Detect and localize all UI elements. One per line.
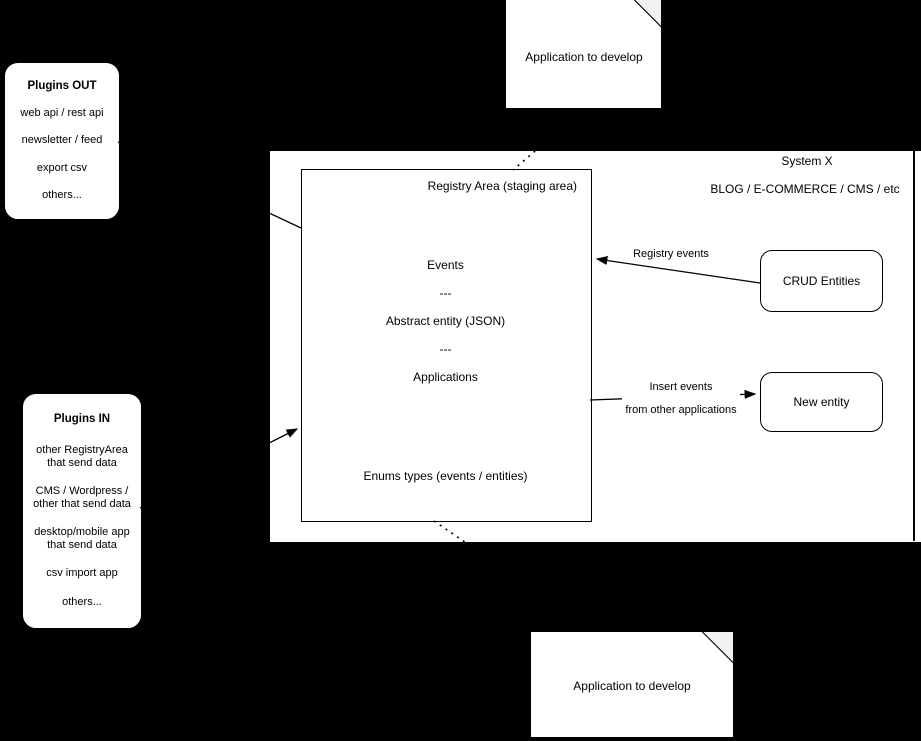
crud-entities-label: CRUD Entities xyxy=(782,274,861,288)
registry-area-box[interactable] xyxy=(301,169,592,522)
plugins-out-item: newsletter / feed xyxy=(21,134,103,146)
system-x-title: System X xyxy=(781,154,833,168)
note-bottom-label: Application to develop xyxy=(573,679,691,693)
registry-area-footer: Enums types (events / entities) xyxy=(363,469,528,483)
plugins-in-item: CMS / Wordpress / other that send data xyxy=(33,485,131,510)
registry-line: Events xyxy=(427,258,464,272)
edge-label-registry-events: Registry events xyxy=(628,247,714,261)
new-entity-label: New entity xyxy=(793,395,850,409)
plugins-out-title: Plugins OUT xyxy=(27,80,97,92)
folded-corner-icon xyxy=(700,631,734,665)
crud-entities-node[interactable]: CRUD Entities xyxy=(760,250,883,312)
plugins-in-box[interactable]: Plugins IN other RegistryArea that send … xyxy=(22,393,142,629)
system-x-right-border xyxy=(913,150,915,541)
plugins-out-item: export csv xyxy=(36,162,88,174)
registry-line: --- xyxy=(439,342,452,356)
note-bottom[interactable] xyxy=(530,631,734,738)
plugins-out-box[interactable]: Plugins OUT web api / rest api newslette… xyxy=(4,62,120,220)
note-top[interactable] xyxy=(505,0,663,110)
plugins-in-item: other RegistryArea that send data xyxy=(36,444,128,469)
edge-label-insert-events-line2: from other applications xyxy=(625,404,737,416)
registry-area-content: Events --- Abstract entity (JSON) --- Ap… xyxy=(301,251,590,391)
plugins-in-item: others... xyxy=(62,596,102,608)
registry-line: Applications xyxy=(413,370,478,384)
plugins-out-item: web api / rest api xyxy=(20,107,104,119)
registry-line: --- xyxy=(439,286,452,300)
registry-area-title: Registry Area (staging area) xyxy=(427,179,577,193)
registry-line: Abstract entity (JSON) xyxy=(385,314,506,328)
folded-corner-icon xyxy=(633,0,662,29)
system-x-subtitle: BLOG / E-COMMERCE / CMS / etc xyxy=(710,182,900,196)
plugins-out-item: others... xyxy=(42,189,82,201)
note-top-label: Application to develop xyxy=(525,50,643,64)
plugins-in-item: csv import app xyxy=(46,567,118,579)
edge-label-insert-events: Insert events from other applications xyxy=(622,380,740,417)
new-entity-node[interactable]: New entity xyxy=(760,372,883,432)
plugins-in-title: Plugins IN xyxy=(53,413,111,425)
plugins-in-item: desktop/mobile app that send data xyxy=(34,526,130,551)
edge-label-insert-events-line1: Insert events xyxy=(649,381,713,393)
